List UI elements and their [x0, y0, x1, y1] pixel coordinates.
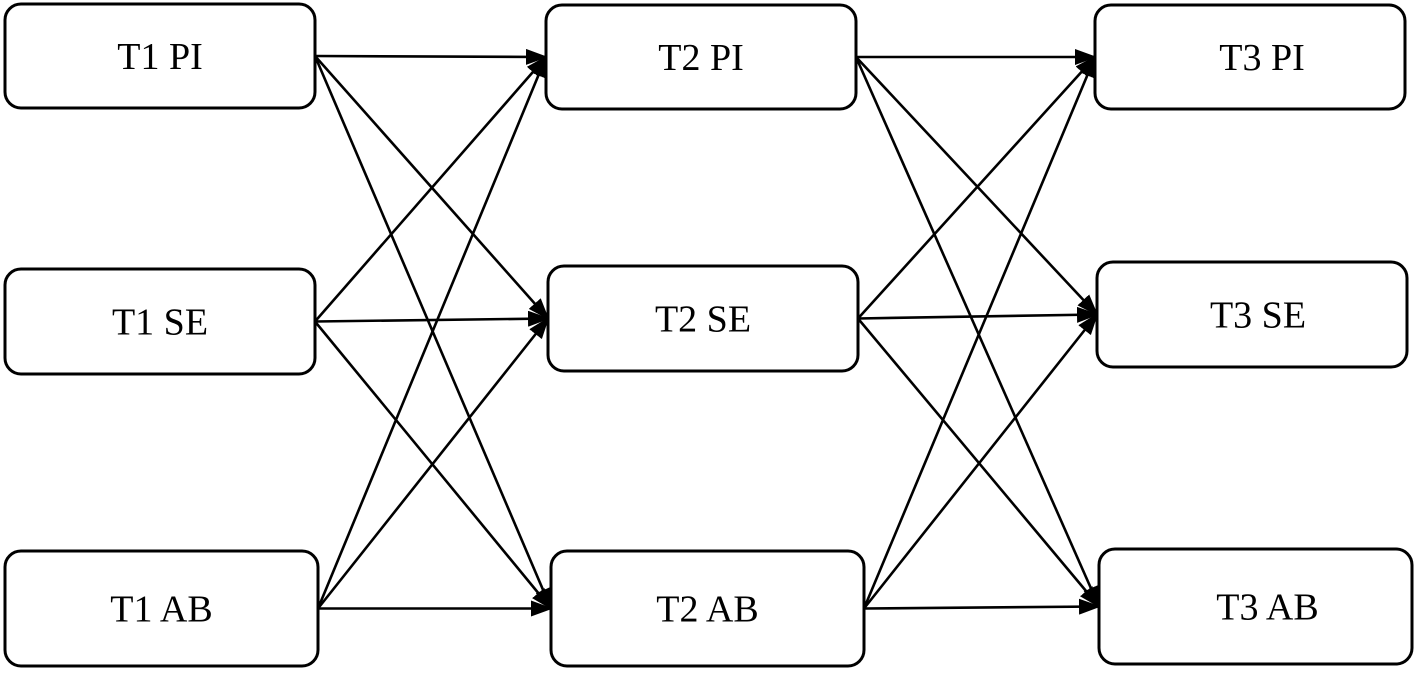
node-t3ab: T3 AB: [1097, 547, 1414, 666]
edge-t2ab-to-t3ab: [863, 598, 1101, 615]
edge-t1se-to-t2se: [314, 310, 550, 327]
edge-t2se-to-t3pi: [857, 55, 1097, 320]
node-label: T1 SE: [112, 302, 208, 344]
node-box: [3, 267, 317, 376]
node-t3pi: T3 PI: [1093, 3, 1407, 111]
edge-t1ab-to-t2pi: [316, 55, 548, 609]
edge-t2se-to-t3se: [857, 306, 1099, 323]
edge-t1pi-to-t2pi: [314, 48, 548, 65]
node-label: T2 SE: [655, 299, 751, 341]
edge-t2pi-to-t3ab: [854, 56, 1101, 609]
node-t3se: T3 SE: [1095, 260, 1409, 369]
edge-t1se-to-t2pi: [314, 55, 548, 323]
node-box: [544, 3, 858, 111]
node-box: [3, 2, 317, 110]
edge-t2ab-to-t3se: [862, 312, 1099, 610]
edge-t1ab-to-t2se: [316, 316, 550, 610]
node-box: [546, 264, 860, 373]
node-box: [549, 549, 866, 668]
node-t1se: T1 SE: [3, 267, 317, 376]
node-label: T3 SE: [1210, 295, 1306, 337]
edge-t2pi-to-t3se: [855, 56, 1099, 316]
node-t2ab: T2 AB: [549, 549, 866, 668]
node-label: T3 PI: [1219, 37, 1305, 79]
node-box: [1097, 547, 1414, 666]
node-t2pi: T2 PI: [544, 3, 858, 111]
node-t2se: T2 SE: [546, 264, 860, 373]
node-label: T1 PI: [117, 36, 203, 78]
edge-t2ab-to-t3pi: [862, 55, 1097, 610]
node-t1pi: T1 PI: [3, 2, 317, 110]
node-t1ab: T1 AB: [3, 549, 320, 668]
node-label: T2 AB: [656, 589, 758, 631]
node-box: [1093, 3, 1407, 111]
node-label: T2 PI: [658, 37, 744, 79]
node-label: T3 AB: [1216, 587, 1318, 629]
nodes-layer: T1 PI T1 SE T1 AB T2 PI T2 SE T2 AB T3 PI T3 SE…: [3, 2, 1414, 668]
node-box: [1095, 260, 1409, 369]
node-label: T1 AB: [110, 589, 212, 631]
node-box: [3, 549, 320, 668]
edges-layer: [313, 48, 1101, 617]
